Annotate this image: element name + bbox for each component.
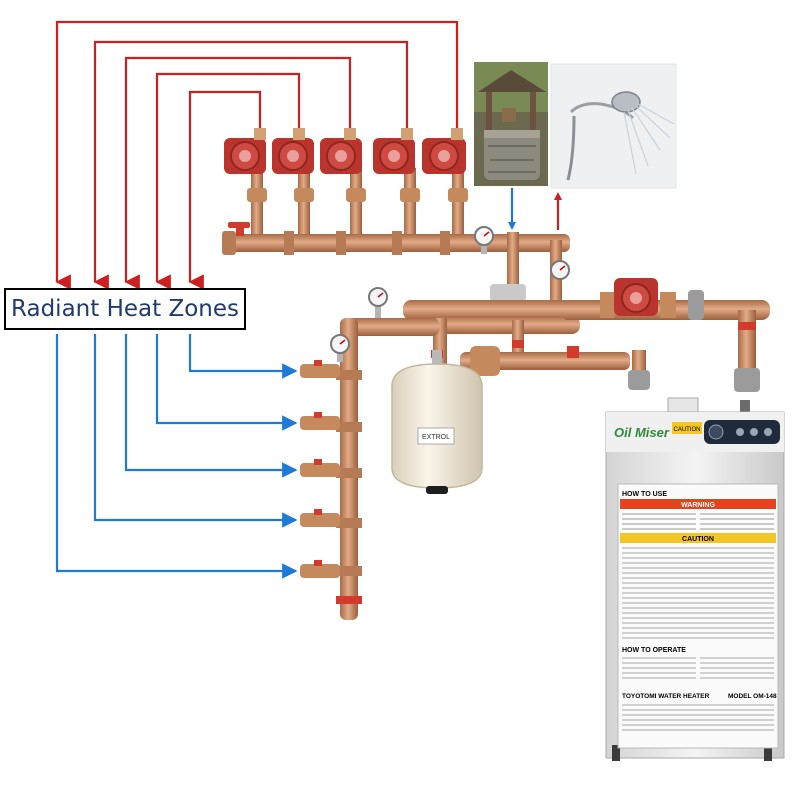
return-manifold xyxy=(300,318,440,620)
pressure-gauge-mixing xyxy=(550,260,570,280)
pressure-gauge-return xyxy=(330,287,388,362)
oil-miser-water-heater: Oil Miser CAUTION HOW TO USE WARNING CAU… xyxy=(605,397,785,761)
pump-zone-1 xyxy=(422,128,468,234)
pump-zone-5 xyxy=(224,128,267,234)
pressure-gauge-supply xyxy=(474,226,494,254)
return-line-zone-1 xyxy=(55,334,298,579)
return-line-zone-2 xyxy=(93,334,298,528)
domestic-water-arrows xyxy=(508,188,562,230)
well-water-source-image xyxy=(474,62,548,186)
heater-caution-top: CAUTION xyxy=(674,427,701,433)
heater-warning: WARNING xyxy=(681,502,715,509)
supply-line-zone-1 xyxy=(55,20,459,290)
pump-zone-2 xyxy=(373,128,420,234)
boiler-circulator-pump xyxy=(600,278,704,320)
return-line-zone-5 xyxy=(188,334,298,379)
supply-line-zone-2 xyxy=(93,40,409,290)
supply-line-zone-5 xyxy=(188,90,262,290)
heater-brand: Oil Miser xyxy=(614,425,670,440)
heater-model: MODEL OM-148 xyxy=(728,693,777,700)
supply-line-zone-3 xyxy=(124,56,352,290)
supply-line-zone-4 xyxy=(155,72,301,290)
radiant-heat-zones-label: Radiant Heat Zones xyxy=(4,288,246,330)
pump-zone-4 xyxy=(272,128,314,234)
heater-how-to-use: HOW TO USE xyxy=(622,491,667,498)
heater-caution: CAUTION xyxy=(682,536,714,543)
expansion-tank: EXTROL xyxy=(391,350,483,494)
supply-lines xyxy=(55,20,459,290)
expansion-tank-label: EXTROL xyxy=(422,434,450,441)
pump-zone-3 xyxy=(320,128,366,234)
heater-how-to-operate: HOW TO OPERATE xyxy=(622,647,686,654)
shower-image xyxy=(550,63,677,189)
return-line-zone-4 xyxy=(155,334,298,431)
return-lines xyxy=(55,334,298,579)
heater-model-line: TOYOTOMI WATER HEATER xyxy=(622,693,710,700)
return-line-zone-3 xyxy=(124,334,298,478)
zone-pumps xyxy=(224,128,468,234)
